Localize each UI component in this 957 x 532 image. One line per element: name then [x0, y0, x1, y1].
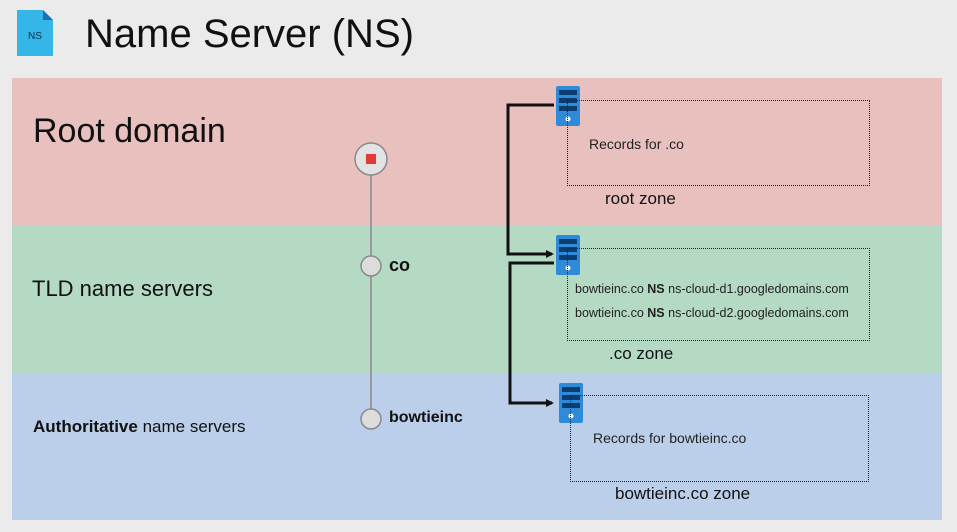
co-node: [360, 255, 382, 277]
authoritative-server-icon: [559, 383, 583, 423]
bowtieinc-zone-box: [570, 395, 869, 482]
tld-band: [12, 226, 942, 374]
root-domain-label: Root domain: [33, 112, 226, 150]
co-zone-box: [567, 248, 870, 341]
record-2-type: NS: [647, 306, 665, 320]
tld-to-authoritative-arrow: [508, 261, 554, 407]
record-1-value: ns-cloud-d1.googledomains.com: [668, 282, 849, 296]
record-1-domain: bowtieinc.co: [575, 282, 644, 296]
ns-document-icon: NS: [17, 10, 53, 56]
root-zone-box: [567, 100, 870, 186]
authoritative-rest-text: name servers: [137, 417, 246, 436]
co-zone-record-2: bowtieinc.co NS ns-cloud-d2.googledomain…: [575, 306, 849, 320]
root-node-marker: [366, 154, 376, 164]
authoritative-band: [12, 374, 942, 520]
bowtieinc-node-label: bowtieinc: [389, 409, 463, 426]
co-zone-record-1: bowtieinc.co NS ns-cloud-d1.googledomain…: [575, 282, 849, 296]
bowtieinc-zone-label: bowtieinc.co zone: [615, 484, 751, 503]
record-1-type: NS: [647, 282, 665, 296]
co-node-label: co: [389, 255, 411, 275]
root-node: [354, 142, 388, 176]
root-zone-label: root zone: [605, 189, 676, 208]
bowtieinc-zone-record: Records for bowtieinc.co: [593, 430, 747, 446]
record-2-domain: bowtieinc.co: [575, 306, 644, 320]
page-title: Name Server (NS): [85, 12, 414, 56]
authoritative-bold-text: Authoritative: [33, 417, 138, 436]
root-to-tld-arrow: [506, 103, 554, 258]
tld-server-icon: [556, 235, 580, 275]
authoritative-name-servers-label: Authoritative name servers: [33, 417, 246, 437]
root-zone-record: Records for .co: [589, 136, 684, 152]
root-domain-band: [12, 78, 942, 226]
tld-name-servers-label: TLD name servers: [32, 276, 213, 301]
bowtieinc-node: [360, 408, 382, 430]
ns-icon-text: NS: [28, 31, 42, 42]
record-2-value: ns-cloud-d2.googledomains.com: [668, 306, 849, 320]
co-zone-label: .co zone: [609, 344, 674, 363]
